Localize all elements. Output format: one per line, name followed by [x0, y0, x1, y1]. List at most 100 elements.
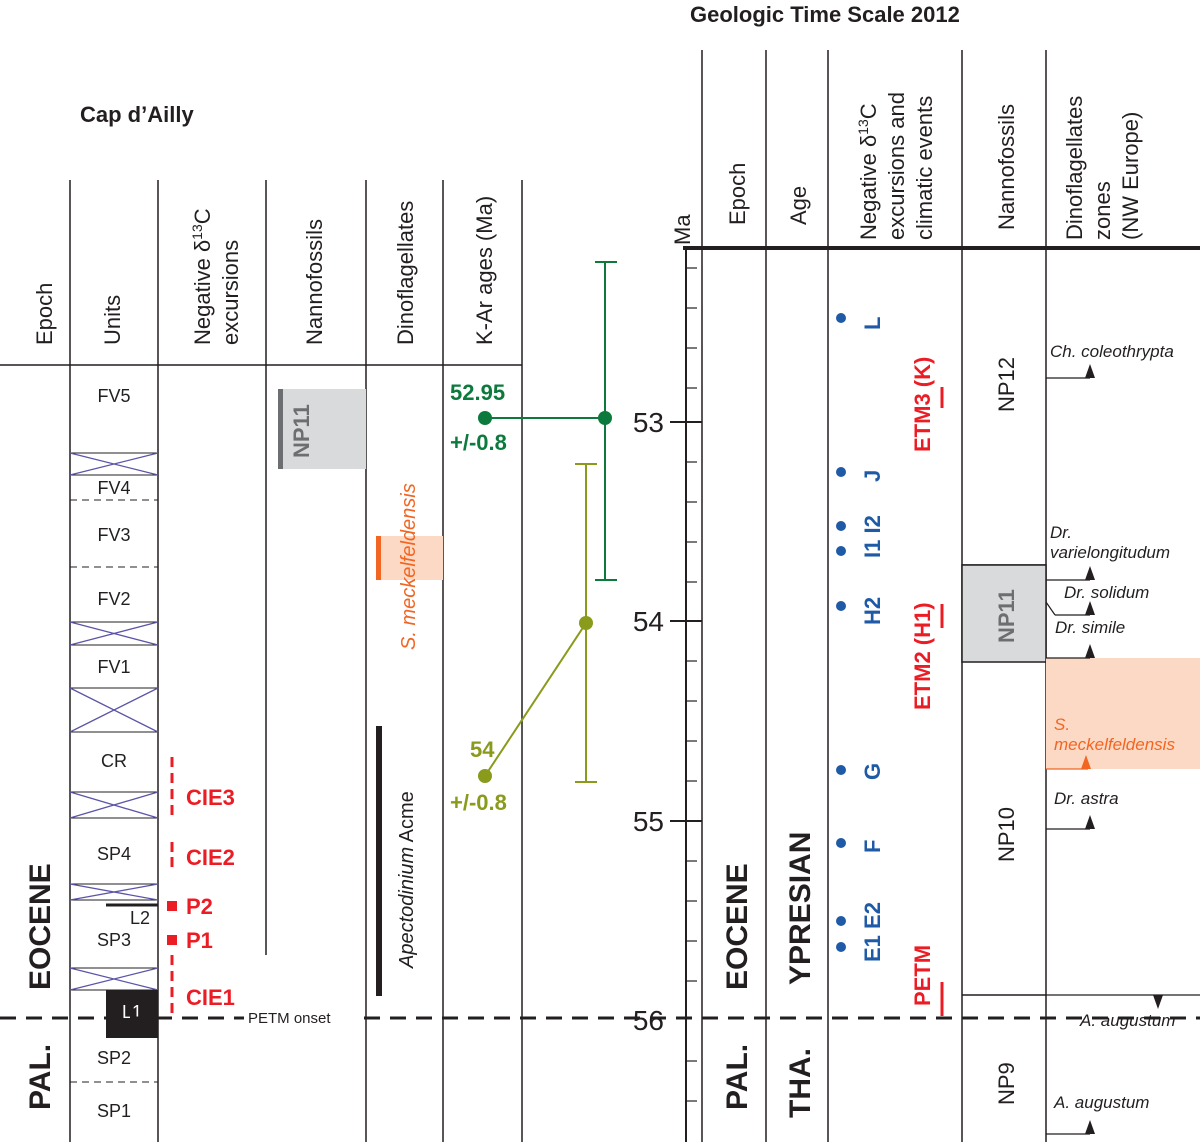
header-cie-line2: excursions	[218, 240, 243, 345]
kar-age-value: 54	[470, 737, 495, 762]
right-column-lines	[683, 50, 1200, 1142]
dino-zone-label: A. augustum	[1053, 1093, 1149, 1112]
kar-age-value: 52.95	[450, 380, 505, 405]
left-epoch-pal: PAL.	[24, 1044, 57, 1110]
ma-tick-label: 55	[633, 806, 664, 837]
unit-label-l2: L2	[130, 908, 150, 928]
header-dino-line2: zones	[1090, 181, 1115, 240]
climatic-events: ETM3 (K) ETM2 (H1) PETM	[910, 357, 944, 1016]
unit-label: FV4	[97, 478, 130, 498]
cie-label: P2	[186, 894, 213, 919]
header-negative-line2: excursions and	[884, 92, 909, 240]
ma-tick-label: 56	[633, 1005, 664, 1036]
event-label: E1 E2	[860, 902, 885, 962]
apectodinium-acme-label: Apectodinium Acme	[396, 791, 418, 969]
dino-meckelfeldensis-box	[376, 536, 443, 580]
nanno-np11-box	[280, 389, 366, 469]
header-negative: Negative δ13C	[855, 103, 881, 240]
petm-onset-label-bg	[244, 1008, 364, 1028]
petm-onset-label: PETM onset	[248, 1010, 331, 1027]
header-age: Age	[786, 186, 811, 225]
error-bar-2	[575, 463, 597, 783]
dino-zone-label: Ch. coleothrypta	[1050, 342, 1174, 361]
unit-l1-block	[106, 990, 158, 1038]
header-units: Units	[100, 295, 125, 345]
unit-label: FV5	[97, 386, 130, 406]
nanno-np11-zone	[961, 564, 1047, 663]
ma-tick-labels: 53 54 55 56	[633, 407, 664, 1036]
ma-tick-label: 54	[633, 606, 664, 637]
header-ma: Ma	[670, 214, 695, 245]
event-label: F	[860, 840, 885, 853]
event-label: G	[860, 763, 885, 780]
right-epoch-eocene: EOCENE	[721, 863, 754, 990]
dino-zone-label: varielongitudum	[1050, 543, 1170, 562]
header-negative-line3: climatic events	[912, 96, 937, 240]
ma-ticks	[670, 267, 702, 1102]
nanno-zone-label: NP11	[994, 589, 1019, 643]
event-dots	[836, 313, 846, 952]
dino-zone-label: Dr. solidum	[1064, 583, 1149, 602]
header-epoch: Epoch	[32, 283, 57, 345]
dino-zone-label: Dr.	[1050, 523, 1072, 542]
right-headers: Ma Epoch Age Negative δ13C excursions an…	[670, 92, 1143, 245]
event-label: I1 I2	[860, 515, 885, 558]
cie-label: CIE3	[186, 785, 235, 810]
error-bar-1	[595, 261, 617, 581]
dino-zone-label: meckelfeldensis	[1054, 735, 1175, 754]
gts-title: Geologic Time Scale 2012	[690, 2, 960, 27]
dino-meckelfeldensis-zone	[1046, 658, 1200, 769]
cie-markers: CIE3 CIE2 P2 P1 CIE1	[167, 757, 235, 1016]
unit-label: SP2	[97, 1048, 131, 1068]
nanno-np11-label: NP11	[289, 404, 314, 458]
cie-label: CIE1	[186, 985, 235, 1010]
climatic-label: ETM2 (H1)	[910, 602, 935, 710]
apectodinium-acme-bar	[376, 726, 382, 996]
cap-dailly-title: Cap d’Ailly	[80, 102, 194, 127]
nanno-zone-label: NP12	[994, 357, 1019, 412]
climatic-label: ETM3 (K)	[910, 357, 935, 452]
nanno-zone-label: NP10	[994, 807, 1019, 862]
unit-label: SP4	[97, 844, 131, 864]
header-nannofossils: Nannofossils	[302, 219, 327, 345]
kar-age-error: +/-0.8	[450, 430, 507, 455]
kar-age-error: +/-0.8	[450, 790, 507, 815]
dino-zone-label: A. augustum	[1079, 1011, 1175, 1030]
header-epoch: Epoch	[725, 163, 750, 225]
unit-label: FV1	[97, 657, 130, 677]
dino-zone-label: S.	[1054, 715, 1070, 734]
header-kar-ages: K-Ar ages (Ma)	[472, 196, 497, 345]
left-column-lines	[0, 180, 523, 1142]
event-label: H2	[860, 597, 885, 625]
header-dino-line3: (NW Europe)	[1118, 112, 1143, 240]
dino-zone-label: Dr. astra	[1054, 789, 1119, 808]
gts-2012-section: Geologic Time Scale 2012 Ma Epoch Age Ne…	[633, 2, 1200, 1142]
unit-label: SP1	[97, 1101, 131, 1121]
kar-age-2: 54 +/-0.8	[450, 622, 587, 815]
event-labels: L J I1 I2 H2 G F E1 E2	[860, 317, 885, 962]
climatic-label: PETM	[910, 945, 935, 1006]
event-label: J	[860, 470, 885, 482]
left-headers: Epoch Units Negative δ13C excursions Nan…	[32, 196, 497, 345]
header-cie: Negative δ13C	[189, 208, 215, 345]
header-dinoflagellates: Dinoflagellates	[393, 201, 418, 345]
header-dino: Dinoflagellates	[1062, 96, 1087, 240]
nanno-zones: NP12 NP11 NP10 NP9	[961, 357, 1047, 1105]
hiatus-crosses	[69, 452, 159, 991]
dino-zones: Ch. coleothrypta Dr. varielongitudum Dr.…	[1045, 342, 1200, 1135]
age-ypresian: YPRESIAN	[784, 832, 817, 985]
ma-tick-label: 53	[633, 407, 664, 438]
cie-label: CIE2	[186, 845, 235, 870]
unit-label: FV2	[97, 589, 130, 609]
unit-label: CR	[101, 751, 127, 771]
kar-age-1: 52.95 +/-0.8	[450, 380, 605, 455]
unit-labels: FV5 FV4 FV3 FV2 FV1 CR SP4 SP3 L1 SP2 SP…	[97, 386, 142, 1121]
header-nannofossils: Nannofossils	[994, 104, 1019, 230]
right-epoch-pal: PAL.	[721, 1044, 754, 1110]
unit-dashed-boundaries	[70, 499, 158, 1083]
unit-boundaries	[70, 452, 158, 991]
unit-label: FV3	[97, 525, 130, 545]
cie-label: P1	[186, 928, 213, 953]
event-label: L	[860, 317, 885, 330]
